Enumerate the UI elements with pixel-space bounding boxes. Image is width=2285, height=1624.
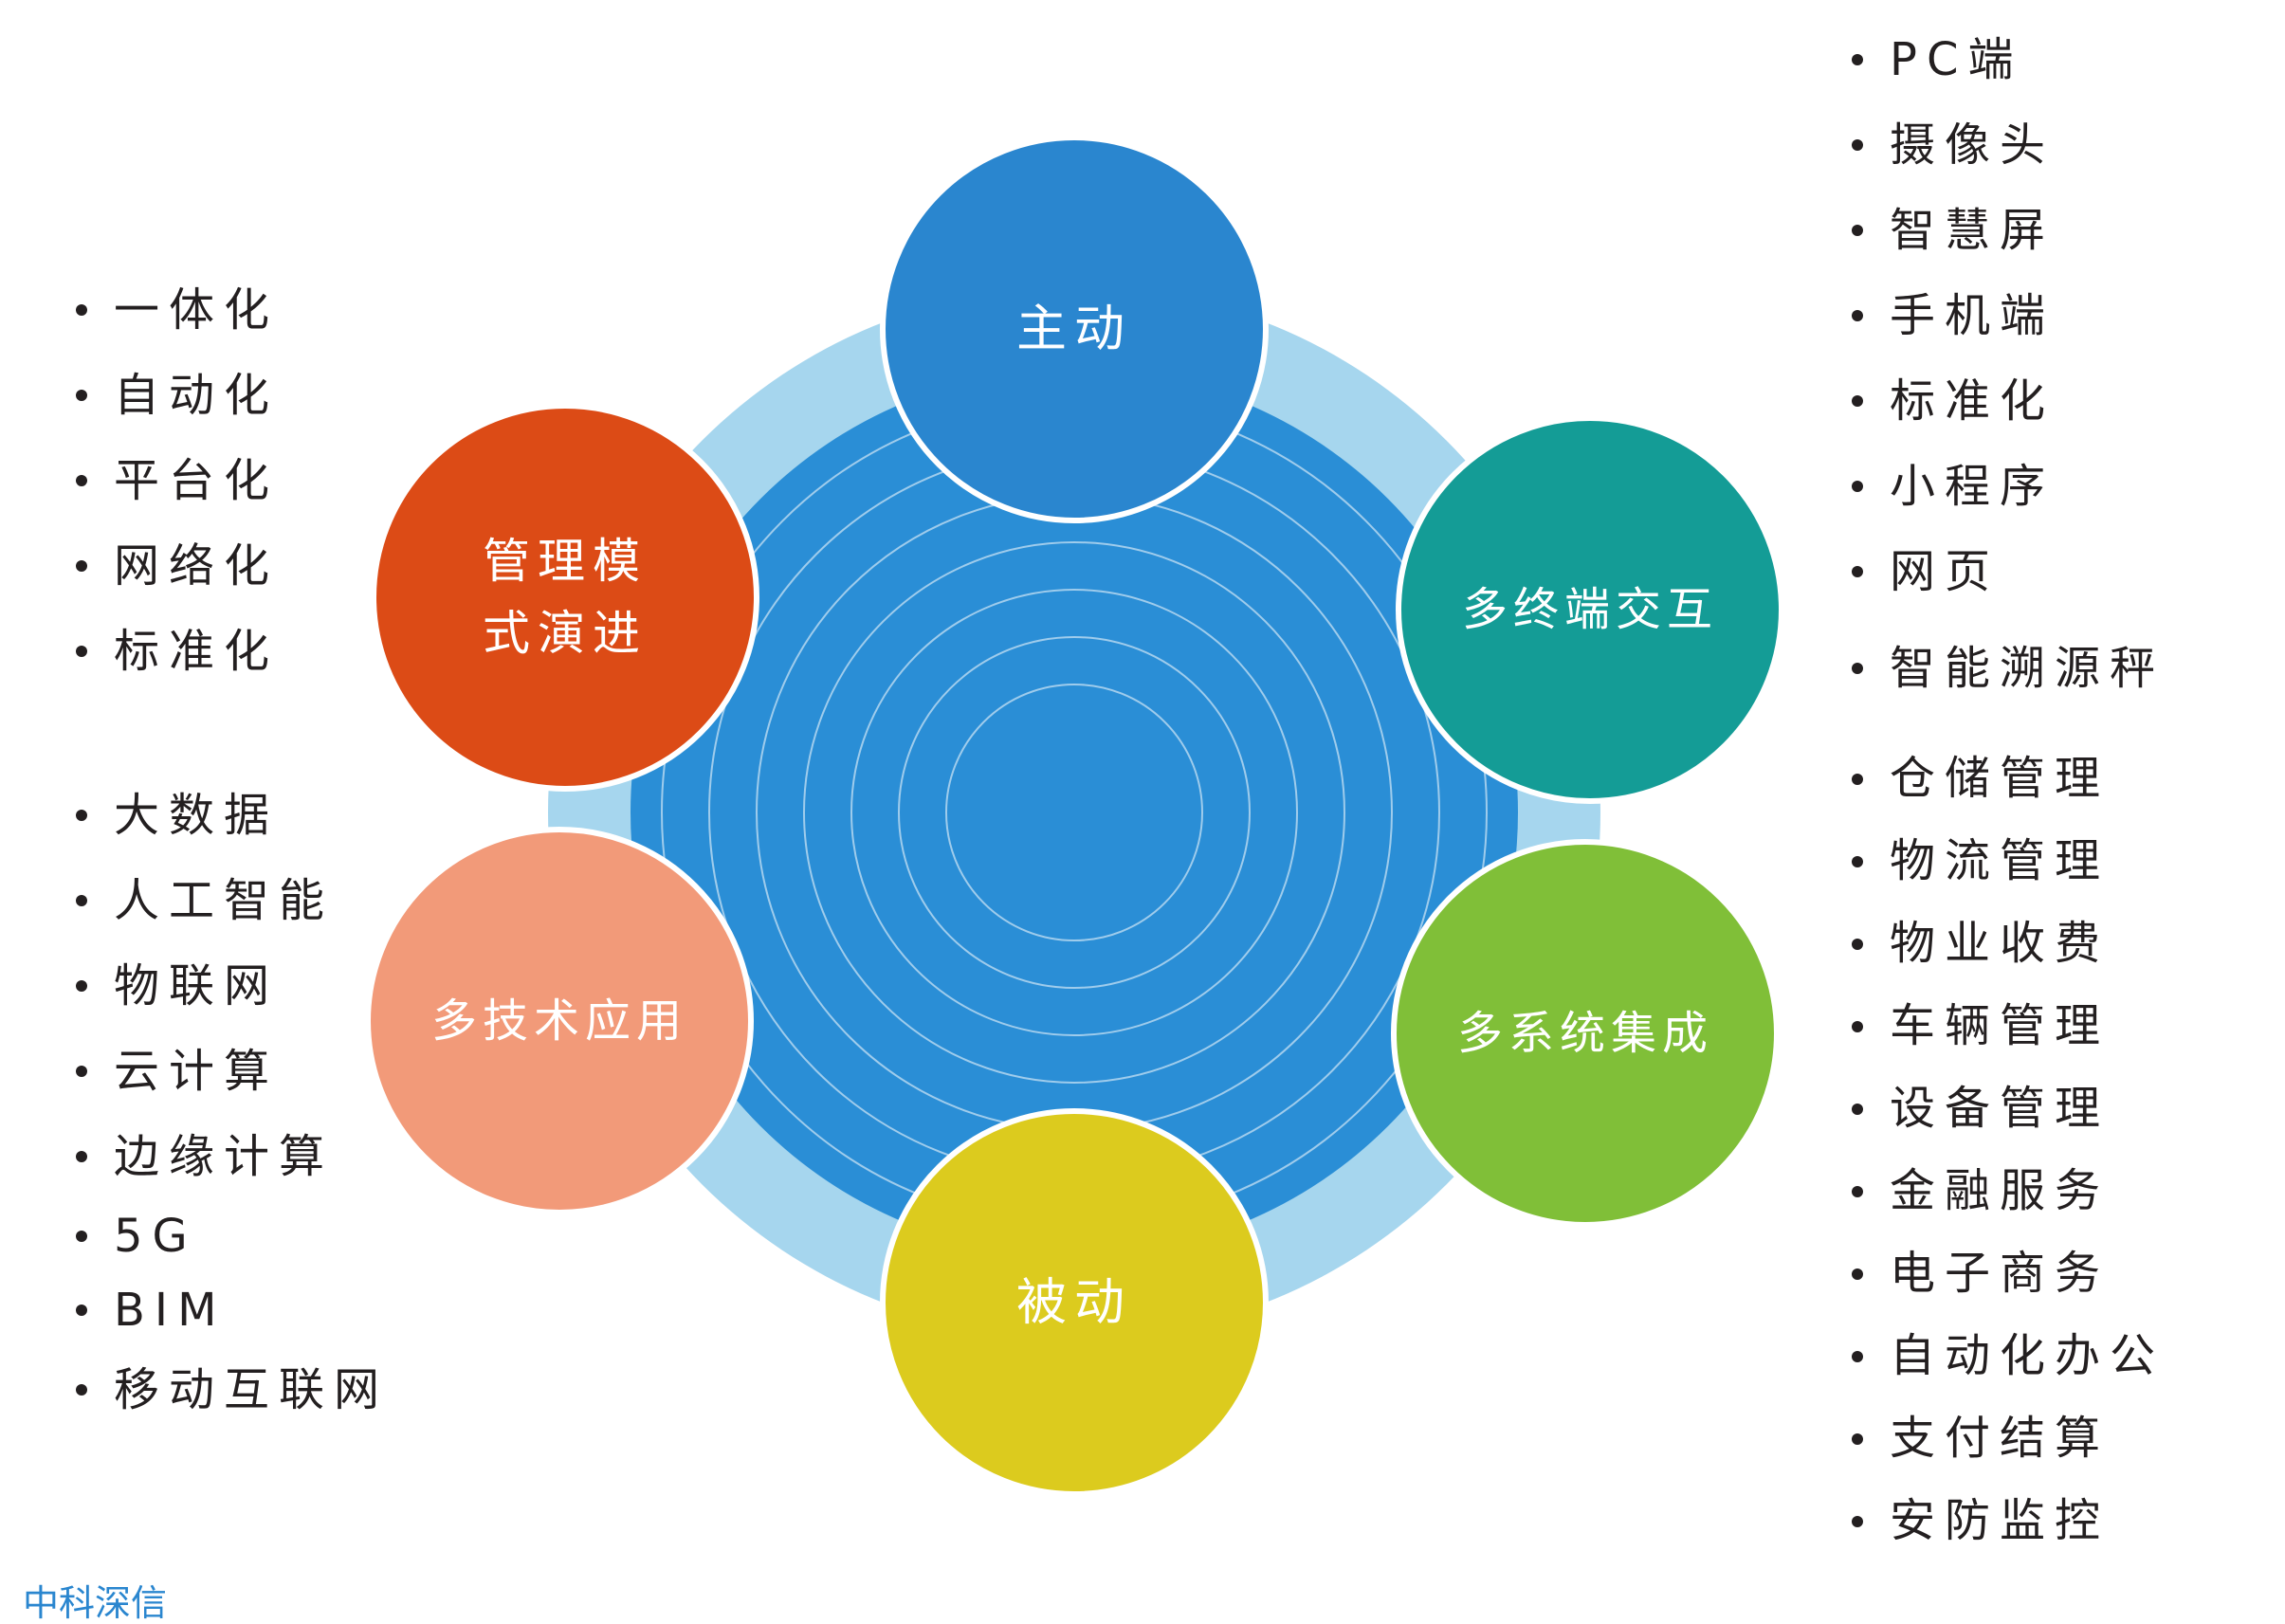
node-multi-terminal-label: 多终端交互 (1462, 583, 1718, 636)
bullet-icon (76, 560, 87, 572)
terminal-list: PC端 摄像头 智慧屏 手机端 标准化 小程序 网页 智能溯源秤 (1852, 17, 2165, 711)
bullet-icon (1852, 663, 1863, 674)
list-item: 设备管理 (1852, 1067, 2165, 1150)
node-multi-tech: 多技术应用 (365, 827, 754, 1215)
bullet-icon (1852, 1268, 1863, 1280)
list-item: 自动化办公 (1852, 1315, 2165, 1397)
node-multi-system-label: 多系统集成 (1457, 1007, 1713, 1060)
list-item: 金融服务 (1852, 1150, 2165, 1232)
bullet-icon (1852, 395, 1863, 407)
list-item: PC端 (1852, 17, 2165, 102)
list-item: 标准化 (1852, 358, 2165, 444)
management-list: 一体化 自动化 平台化 网络化 标准化 (76, 267, 279, 694)
node-multi-tech-label: 多技术应用 (431, 994, 687, 1048)
list-item: 云计算 (76, 1029, 389, 1114)
bullet-icon (1852, 139, 1863, 151)
bullet-icon (76, 1231, 87, 1242)
concentric-ring (945, 684, 1203, 941)
list-item: 车辆管理 (1852, 985, 2165, 1067)
list-item: 智能溯源秤 (1852, 626, 2165, 711)
bullet-icon (76, 390, 87, 401)
list-item: 安防监控 (1852, 1480, 2165, 1562)
bullet-icon (76, 810, 87, 821)
list-item: 仓储管理 (1852, 738, 2165, 820)
concentric-ring (803, 541, 1345, 1084)
list-item: BIM (76, 1273, 389, 1347)
node-multi-terminal: 多终端交互 (1396, 415, 1784, 804)
list-item: 大数据 (76, 773, 389, 858)
bullet-icon (1852, 54, 1863, 65)
bullet-icon (76, 980, 87, 992)
bullet-icon (1852, 938, 1863, 950)
bullet-icon (1852, 855, 1863, 867)
node-passive: 被动 (880, 1108, 1269, 1497)
list-item: 物联网 (76, 943, 389, 1029)
list-item: 网页 (1852, 529, 2165, 614)
list-item: 物业收费 (1852, 903, 2165, 985)
bullet-icon (1852, 1515, 1863, 1527)
node-management: 管理模 式演进 (371, 403, 759, 792)
list-item: 摄像头 (1852, 102, 2165, 188)
node-passive-label: 被动 (1016, 1274, 1132, 1332)
bullet-icon (1852, 1350, 1863, 1362)
bullet-icon (1852, 566, 1863, 577)
node-active-label: 主动 (1016, 301, 1132, 358)
bullet-icon (1852, 225, 1863, 236)
node-management-label-line1: 管理模 (483, 534, 648, 589)
list-item: 平台化 (76, 438, 279, 523)
bullet-icon (1852, 310, 1863, 321)
bullet-icon (76, 475, 87, 486)
watermark: 中科深信 (23, 1582, 168, 1624)
bullet-icon (76, 1066, 87, 1077)
inner-disc (631, 369, 1518, 1256)
list-item: 物流管理 (1852, 820, 2165, 903)
bullet-icon (1852, 773, 1863, 785)
bullet-icon (1852, 1020, 1863, 1032)
list-item: 支付结算 (1852, 1397, 2165, 1480)
node-management-label-line2: 式演进 (483, 606, 648, 661)
list-item: 自动化 (76, 353, 279, 438)
bullet-icon (1852, 1432, 1863, 1445)
list-item: 5G (76, 1199, 389, 1273)
bullet-icon (76, 1151, 87, 1162)
list-item: 边缘计算 (76, 1114, 389, 1199)
bullet-icon (1852, 1103, 1863, 1115)
concentric-ring (850, 589, 1298, 1036)
bullet-icon (76, 304, 87, 316)
technology-list: 大数据 人工智能 物联网 云计算 边缘计算 5G BIM 移动互联网 (76, 773, 389, 1432)
list-item: 标准化 (76, 609, 279, 694)
node-multi-system: 多系统集成 (1391, 839, 1780, 1228)
node-active: 主动 (880, 135, 1269, 523)
bullet-icon (1852, 1185, 1863, 1197)
list-item: 小程序 (1852, 444, 2165, 529)
list-item: 手机端 (1852, 273, 2165, 358)
bullet-icon (76, 1305, 87, 1316)
bullet-icon (76, 646, 87, 657)
list-item: 移动互联网 (76, 1347, 389, 1432)
system-list: 仓储管理 物流管理 物业收费 车辆管理 设备管理 金融服务 电子商务 自动化办公… (1852, 738, 2165, 1562)
list-item: 人工智能 (76, 858, 389, 943)
list-item: 智慧屏 (1852, 188, 2165, 273)
concentric-ring (898, 636, 1251, 989)
list-item: 网络化 (76, 523, 279, 609)
list-item: 一体化 (76, 267, 279, 353)
bullet-icon (1852, 481, 1863, 492)
bullet-icon (76, 895, 87, 906)
list-item: 电子商务 (1852, 1232, 2165, 1315)
bullet-icon (76, 1384, 87, 1396)
